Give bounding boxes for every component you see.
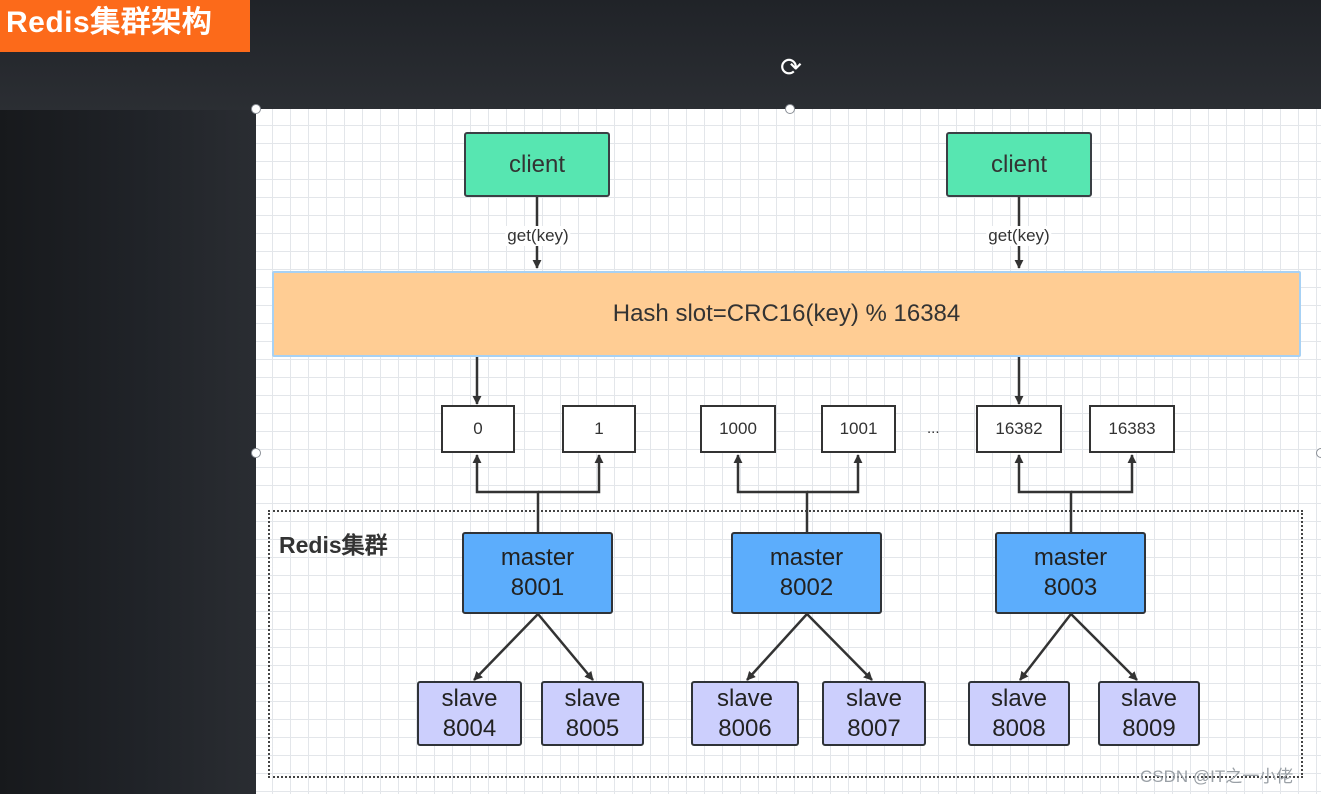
slot-box[interactable]: 16383	[1089, 405, 1175, 453]
slave-node[interactable]: slave 8006	[691, 681, 799, 746]
master-node[interactable]: master 8001	[462, 532, 613, 614]
slave-port: 8005	[565, 714, 620, 742]
slot-box[interactable]: 1	[562, 405, 636, 453]
resize-handle-middle-right[interactable]	[1316, 448, 1321, 458]
slave-label: slave	[990, 684, 1048, 712]
master-8003-to-slot-16382	[1014, 454, 1073, 532]
resize-handle-middle-left[interactable]	[251, 448, 261, 458]
master-port: 8003	[1043, 574, 1098, 601]
slave-node[interactable]: slave 8009	[1098, 681, 1200, 746]
slot-box[interactable]: 0	[441, 405, 515, 453]
master-8002-to-slot-1000	[733, 454, 809, 532]
master-node[interactable]: master 8003	[995, 532, 1146, 614]
master-8001-to-slave-8004	[473, 613, 539, 681]
hash-slot-formula: Hash slot=CRC16(key) % 16384	[612, 300, 961, 327]
master-node[interactable]: master 8002	[731, 532, 882, 614]
slave-label: slave	[564, 684, 621, 712]
slave-port: 8007	[847, 714, 901, 742]
slot-box[interactable]: 1000	[700, 405, 776, 453]
background-left	[0, 0, 256, 794]
client-node-2[interactable]: client	[946, 132, 1092, 197]
slot-number: 16383	[1108, 419, 1156, 438]
client-label: client	[508, 150, 566, 178]
slave-label: slave	[441, 684, 498, 712]
slot-box[interactable]: 16382	[976, 405, 1062, 453]
master-8002-to-slave-8007	[806, 613, 873, 681]
edge-label-get-key: get(key)	[986, 226, 1052, 246]
slot-ellipsis: ...	[927, 420, 940, 437]
slave-node[interactable]: slave 8007	[822, 681, 926, 746]
master-8001-to-slot-0	[472, 454, 540, 532]
master-label: master	[769, 544, 844, 571]
watermark: CSDN @IT之一小佬	[1140, 767, 1294, 786]
rotate-handle-icon[interactable]: ⟳	[780, 52, 802, 82]
master-label: master	[1033, 544, 1108, 571]
master-8003-to-slave-8009	[1070, 613, 1138, 681]
master-port: 8001	[510, 574, 565, 601]
master-port: 8002	[779, 574, 834, 601]
slave-port: 8006	[718, 714, 772, 742]
master-8002-to-slot-1001	[807, 454, 863, 494]
slot-number: 0	[473, 419, 483, 438]
client-node-1[interactable]: client	[464, 132, 610, 197]
slave-port: 8009	[1122, 714, 1176, 742]
master-8002-to-slave-8006	[746, 613, 808, 681]
slot-box[interactable]: 1001	[821, 405, 896, 453]
slot-number: 1	[594, 419, 604, 438]
slave-label: slave	[716, 684, 774, 712]
slot-number: 1000	[719, 419, 757, 438]
master-8001-to-slave-8005	[537, 613, 594, 681]
slot-number: 16382	[995, 419, 1043, 438]
slave-port: 8004	[442, 714, 497, 742]
resize-handle-top-center[interactable]	[785, 104, 795, 114]
slave-node[interactable]: slave 8004	[417, 681, 522, 746]
slave-label: slave	[845, 684, 903, 712]
slave-port: 8008	[992, 714, 1046, 742]
slave-label: slave	[1120, 684, 1178, 712]
slave-node[interactable]: slave 8008	[968, 681, 1070, 746]
redis-cluster-label: Redis集群	[279, 532, 388, 558]
master-8001-to-slot-1	[538, 454, 604, 494]
client-label: client	[990, 150, 1048, 178]
master-8003-to-slot-16383	[1071, 454, 1137, 494]
redis-cluster-boundary	[268, 510, 1303, 778]
slave-node[interactable]: slave 8005	[541, 681, 644, 746]
edge-label-get-key: get(key)	[505, 226, 571, 246]
slide-title: Redis集群架构	[0, 0, 250, 52]
resize-handle-top-left[interactable]	[251, 104, 261, 114]
slot-number: 1001	[839, 419, 878, 438]
master-8003-to-slave-8008	[1019, 613, 1072, 681]
master-label: master	[500, 544, 575, 571]
hash-slot-formula-box[interactable]: Hash slot=CRC16(key) % 16384	[272, 271, 1301, 357]
